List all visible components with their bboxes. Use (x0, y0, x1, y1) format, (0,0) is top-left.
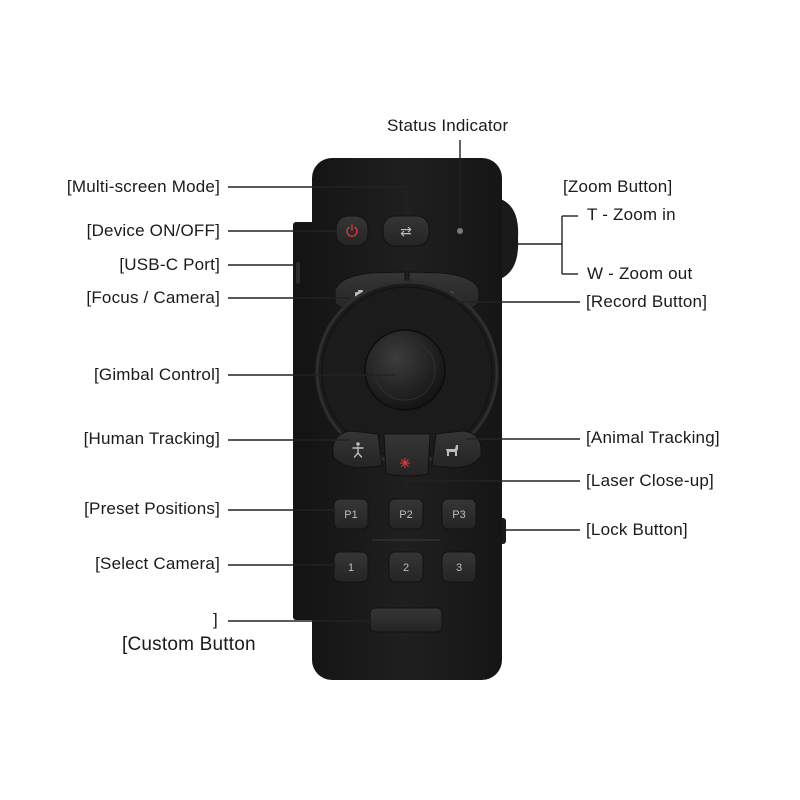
label-zoom-out: W - Zoom out (587, 264, 693, 283)
label-zoom-in: T - Zoom in (587, 205, 676, 224)
side-rail (293, 222, 315, 620)
camera-label-1: 1 (348, 562, 354, 574)
label-laser-close-up: [Laser Close-up] (586, 471, 714, 490)
label-gimbal-control: [Gimbal Control] (93, 365, 220, 384)
label-usb-c-port: [USB-C Port] (119, 255, 220, 274)
power-button[interactable] (335, 215, 369, 247)
label-custom-button: [Custom Button (122, 634, 256, 655)
status-led-icon (457, 228, 463, 234)
label-record-button: [Record Button] (586, 292, 708, 311)
zoom-rocker[interactable] (498, 198, 519, 280)
label-device-on-off: [Device ON/OFF] (86, 221, 220, 240)
preset-button-p3[interactable] (441, 498, 477, 530)
laser-crosshair-icon (400, 458, 410, 468)
label-preset-positions: [Preset Positions] (84, 499, 220, 518)
label-status-indicator: Status Indicator (387, 116, 509, 135)
human-figure-icon (352, 442, 364, 458)
callout-lines (228, 140, 580, 622)
camera-button-3[interactable] (441, 551, 477, 583)
preset-label-p3: P3 (452, 509, 465, 521)
label-zoom-button: [Zoom Button] (563, 177, 673, 196)
preset-label-p2: P2 (399, 509, 412, 521)
power-icon (346, 224, 358, 237)
multi-screen-button[interactable] (382, 215, 430, 247)
usb-c-port (296, 262, 300, 284)
label-human-tracking: [Human Tracking] (83, 429, 220, 448)
label-lock-button: [Lock Button] (586, 520, 688, 539)
label-select-camera: [Select Camera] (95, 554, 220, 573)
preset-button-p2[interactable] (388, 498, 424, 530)
custom-button[interactable] (369, 607, 443, 633)
preset-label-p1: P1 (344, 509, 357, 521)
label-custom-button-bracket: ] (213, 610, 218, 629)
label-focus-camera: [Focus / Camera] (86, 288, 220, 307)
animal-figure-icon (446, 445, 458, 456)
label-multi-screen-mode: [Multi-screen Mode] (66, 177, 220, 196)
camera-label-3: 3 (456, 562, 462, 574)
camera-label-2: 2 (403, 562, 409, 574)
laser-close-up-button[interactable] (383, 433, 431, 477)
preset-button-p1[interactable] (333, 498, 369, 530)
label-animal-tracking: [Animal Tracking] (586, 428, 720, 447)
camera-button-1[interactable] (333, 551, 369, 583)
swap-arrows-icon: ⇄ (400, 223, 412, 239)
camera-button-2[interactable] (388, 551, 424, 583)
gimbal-joystick[interactable] (364, 329, 446, 411)
